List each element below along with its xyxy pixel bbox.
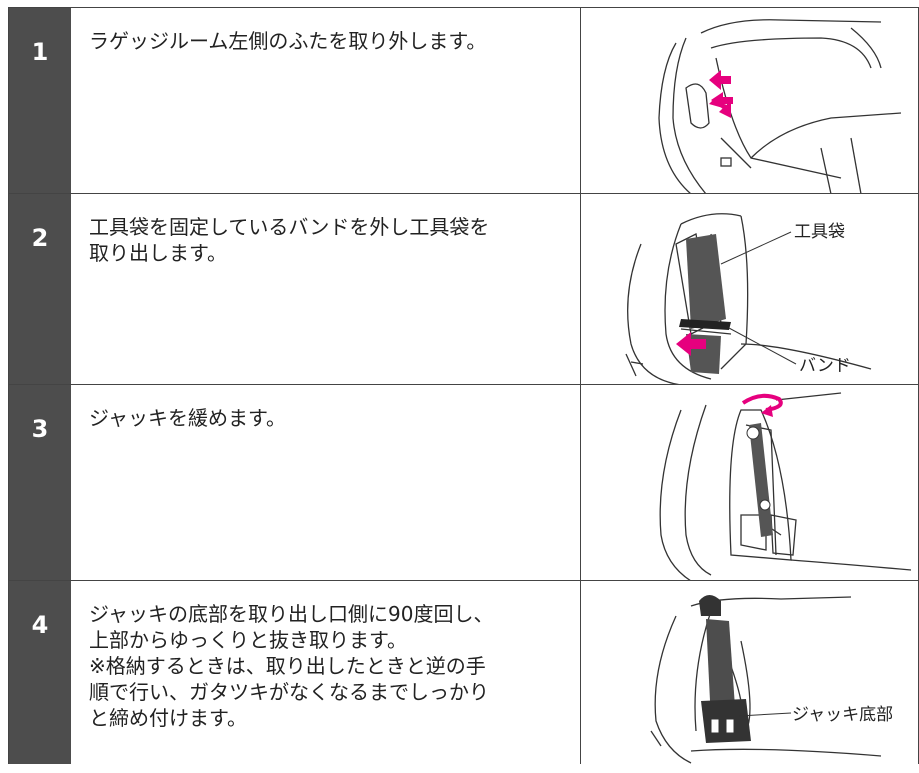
jack-removal-illustration: ジャッキ底部 bbox=[581, 581, 918, 764]
step-text-line: 取り出します。 bbox=[89, 241, 227, 265]
step-text-line: ジャッキの底部を取り出し口側に90度回し、 bbox=[89, 602, 494, 626]
tool-bag-icon: 工具袋 バンド bbox=[625, 213, 872, 385]
step-text-line: 上部からゆっくりと抜き取ります。 bbox=[89, 628, 407, 652]
step-number: 4 bbox=[9, 581, 71, 764]
jack-loosen-icon bbox=[659, 392, 912, 581]
step-text: ジャッキの底部を取り出し口側に90度回し、 上部からゆっくりと抜き取ります。 ※… bbox=[71, 581, 581, 764]
jack-base-label: ジャッキ底部 bbox=[792, 705, 893, 725]
step-3: 3 ジャッキを緩めます。 bbox=[8, 384, 919, 581]
step-number: 2 bbox=[9, 194, 71, 384]
tool-bag-label: 工具袋 bbox=[794, 222, 845, 242]
band-label: バンド bbox=[799, 356, 851, 376]
step-number: 1 bbox=[9, 8, 71, 193]
step-2: 2 工具袋を固定しているバンドを外し工具袋を 取り出します。 bbox=[8, 193, 919, 385]
step-number: 3 bbox=[9, 385, 71, 580]
step-text-line: 順で行い、ガタツキがなくなるまでしっかり bbox=[89, 680, 489, 704]
step-text-line: ラゲッジルーム左側のふたを取り外します。 bbox=[89, 29, 487, 53]
trunk-cover-illustration bbox=[581, 8, 918, 194]
step-text-line: ※格納するときは、取り出したときと逆の手 bbox=[89, 654, 486, 678]
jack-removal-icon: ジャッキ底部 bbox=[650, 595, 893, 764]
step-text: ラゲッジルーム左側のふたを取り外します。 bbox=[71, 8, 581, 193]
step-text: 工具袋を固定しているバンドを外し工具袋を 取り出します。 bbox=[71, 194, 581, 384]
step-text: ジャッキを緩めます。 bbox=[71, 385, 581, 580]
step-1: 1 ラゲッジルーム左側のふたを取り外します。 bbox=[8, 7, 919, 194]
step-text-line: 工具袋を固定しているバンドを外し工具袋を bbox=[89, 215, 490, 239]
step-text-line: と締め付けます。 bbox=[89, 706, 247, 730]
step-text-line: ジャッキを緩めます。 bbox=[89, 406, 286, 430]
jack-loosen-illustration bbox=[581, 385, 918, 581]
step-4: 4 ジャッキの底部を取り出し口側に90度回し、 上部からゆっくりと抜き取ります。… bbox=[8, 580, 919, 764]
tool-bag-illustration: 工具袋 バンド bbox=[581, 194, 918, 385]
instruction-steps: 1 ラゲッジルーム左側のふたを取り外します。 bbox=[8, 7, 919, 764]
trunk-cover-icon bbox=[658, 19, 902, 194]
